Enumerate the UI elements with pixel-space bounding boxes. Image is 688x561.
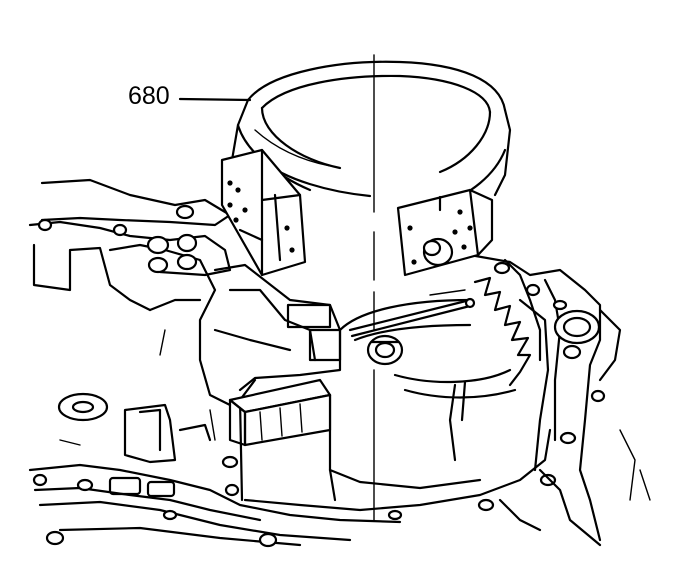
callout-680: 680	[128, 82, 170, 110]
callout-leader-line	[178, 97, 252, 102]
brake-band-680	[220, 60, 512, 277]
transmission-case	[28, 178, 651, 548]
